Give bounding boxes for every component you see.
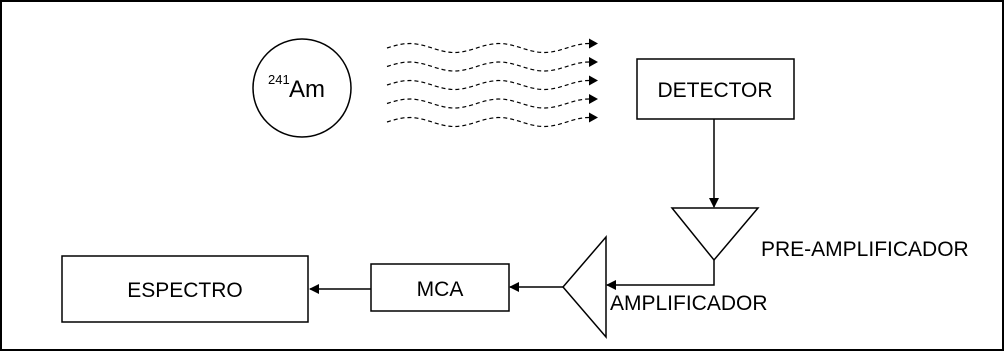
detector-block: DETECTOR xyxy=(636,58,795,120)
source-element-symbol: Am xyxy=(289,76,325,103)
spectrum-box xyxy=(61,255,309,323)
mca-box xyxy=(370,263,510,312)
preamplifier-triangle xyxy=(670,207,760,262)
preamplifier-label: PRE-AMPLIFICADOR xyxy=(761,238,969,261)
mca-label: MCA xyxy=(417,278,464,301)
mca-block: MCA xyxy=(370,263,510,312)
source-mass-number: 241 xyxy=(268,72,290,87)
source-circle xyxy=(252,38,352,138)
radiation-ray xyxy=(386,116,590,128)
preamplifier-block: PRE-AMPLIFICADOR xyxy=(670,207,969,262)
amplifier-triangle xyxy=(562,234,607,340)
spectrum-label: ESPECTRO xyxy=(127,279,243,302)
radiation-ray-arrowhead xyxy=(589,57,598,67)
source-am241: 241 Am xyxy=(252,38,352,138)
amplifier-block: AMPLIFICADOR xyxy=(562,234,768,340)
spectrum-block: ESPECTRO xyxy=(61,255,309,323)
radiation-ray-arrowhead xyxy=(589,94,598,104)
radiation-ray xyxy=(386,79,590,91)
radiation-ray xyxy=(386,98,590,109)
radiation-ray xyxy=(386,61,590,72)
radiation-ray-arrowhead xyxy=(589,112,598,123)
preamp-to-amp-arrow xyxy=(606,260,715,290)
radiation-rays xyxy=(386,38,598,128)
detector-label: DETECTOR xyxy=(657,79,772,102)
amplifier-label: AMPLIFICADOR xyxy=(610,292,768,315)
radiation-ray xyxy=(386,42,590,54)
detector-box xyxy=(636,58,795,120)
radiation-ray-arrowhead xyxy=(589,38,598,49)
radiation-ray-arrowhead xyxy=(589,75,598,86)
